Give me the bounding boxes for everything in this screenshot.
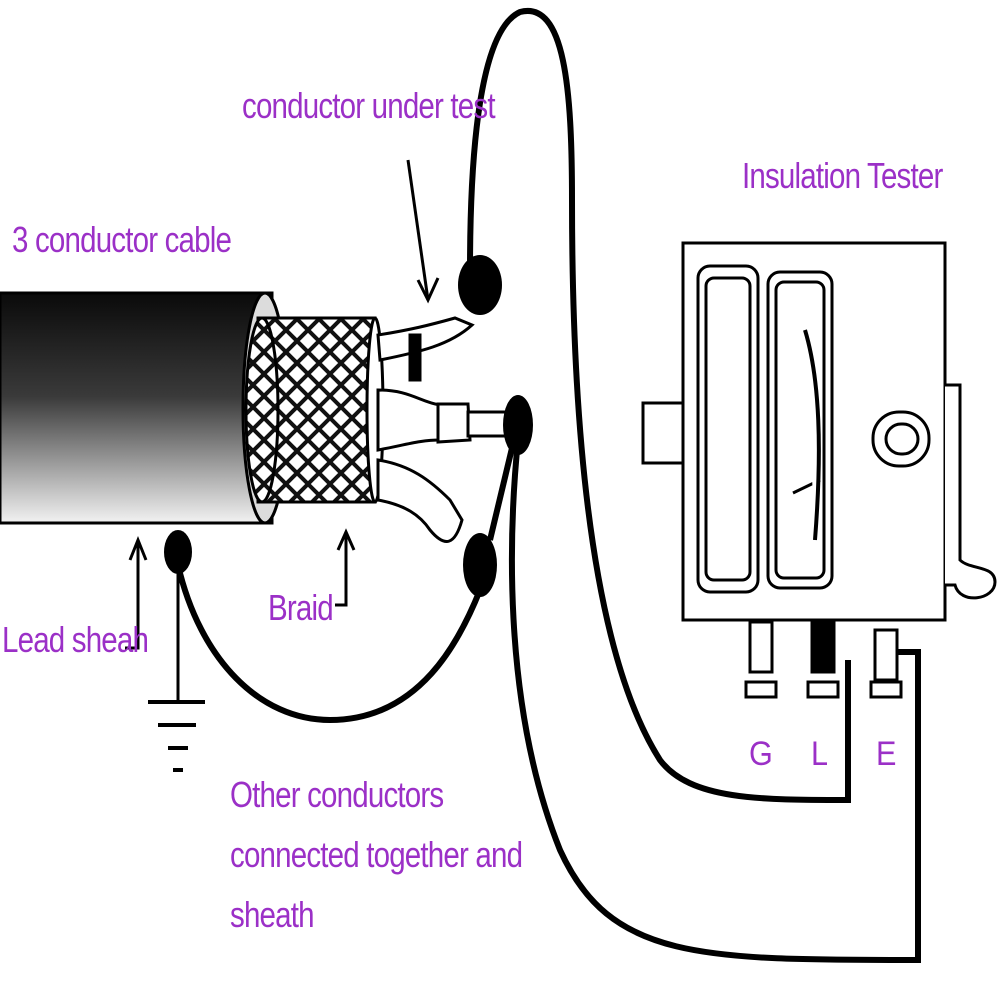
- insulation-tester: [641, 241, 997, 622]
- terminal-g-label: G: [749, 735, 773, 773]
- cable-label: 3 conductor cable: [12, 219, 232, 260]
- terminal-e: [873, 628, 899, 682]
- lead-sheath-arrow: [125, 540, 140, 650]
- other-conductors-line-3: sheath: [230, 894, 315, 935]
- braid-arrow: [335, 532, 348, 607]
- other-conductors-label: Other conductors connected together and …: [230, 765, 523, 945]
- other-conductors-line-1: Other conductors: [230, 774, 444, 815]
- ground-symbol: [148, 570, 205, 772]
- pointer-arrows: [125, 159, 440, 650]
- terminal-e-label: E: [876, 735, 896, 773]
- other-conductors-line-2: connected together and: [230, 834, 523, 875]
- conductors: [376, 316, 517, 543]
- lead-sheath: [0, 291, 289, 525]
- lead-sheath-label: Lead sheah: [2, 619, 149, 660]
- terminal-g: [748, 620, 774, 674]
- terminals: [744, 620, 903, 699]
- conductor-under-test-arrow: [406, 159, 430, 301]
- insulation-tester-label: Insulation Tester: [742, 155, 943, 196]
- terminal-l-label: L: [811, 735, 828, 773]
- test-leads: [175, 7, 921, 964]
- braid-shield: [244, 316, 385, 504]
- terminal-l: [810, 620, 836, 674]
- conductor-under-test-label: conductor under test: [242, 85, 496, 126]
- tester-handle: [945, 383, 997, 600]
- braid-label: Braid: [268, 587, 334, 628]
